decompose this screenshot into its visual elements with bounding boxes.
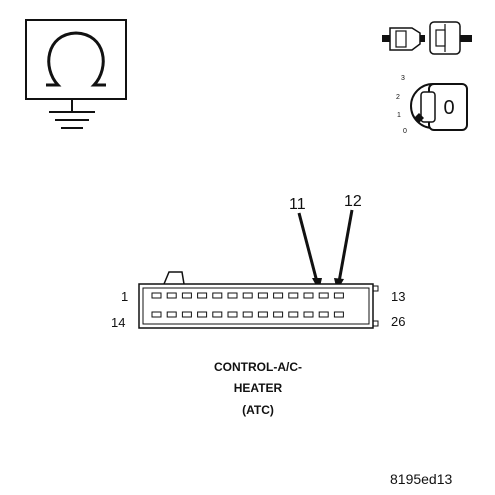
pin-1-label: 1: [121, 289, 128, 304]
figure-id: 8195ed13: [390, 471, 453, 487]
pin-14-label: 14: [111, 315, 125, 330]
pin-cavity-2: [166, 292, 177, 299]
pin-cavity-8: [257, 292, 268, 299]
pin-cavity-12: [318, 292, 329, 299]
pin-cavity-10: [288, 292, 299, 299]
caption-line-1: CONTROL-A/C-: [214, 360, 302, 374]
pin-cavity-9: [273, 292, 284, 299]
pin-cavity-4: [197, 292, 208, 299]
caption-line-2: HEATER: [234, 381, 283, 395]
pin-cavity-6: [227, 292, 238, 299]
pin-cavity-22: [273, 311, 284, 318]
pin-13-label: 13: [391, 289, 405, 304]
pin-cavity-13: [333, 292, 344, 299]
pin-cavity-21: [257, 311, 268, 318]
key-position-0: 0: [403, 128, 407, 135]
callout-arrows: [297, 209, 354, 291]
pin-cavity-23: [288, 311, 299, 318]
pin-cavity-19: [227, 311, 238, 318]
key-position-2: 2: [396, 94, 400, 101]
key-face-label: 0: [443, 97, 454, 119]
pin-cavity-1: [151, 292, 162, 299]
pin-26-label: 26: [391, 314, 405, 329]
pin-cavity-11: [303, 292, 314, 299]
pin-cavity-15: [166, 311, 177, 318]
pin-cavity-7: [242, 292, 253, 299]
pin-cavity-18: [212, 311, 223, 318]
pin-cavity-3: [181, 292, 192, 299]
caption-line-3: (ATC): [242, 403, 274, 417]
pin-cavity-17: [197, 311, 208, 318]
callout-12: 12: [344, 193, 362, 210]
pin-row-top: [151, 292, 344, 299]
pin-cavity-24: [303, 311, 314, 318]
callout-11: 11: [289, 196, 306, 213]
disconnected-connector-icon: [382, 21, 472, 55]
pin-cavity-5: [212, 292, 223, 299]
ignition-key-off-icon: 0 3 2 1 0: [396, 75, 468, 135]
pin-cavity-20: [242, 311, 253, 318]
pin-cavity-14: [151, 311, 162, 318]
pin-cavity-25: [318, 311, 329, 318]
connector-body: [138, 271, 379, 329]
ohm-symbol-ground-icon: [25, 19, 127, 129]
pin-row-bottom: [151, 311, 344, 318]
pin-cavity-16: [181, 311, 192, 318]
key-position-1: 1: [397, 112, 401, 119]
key-position-3: 3: [401, 75, 405, 82]
pin-cavity-26: [333, 311, 344, 318]
